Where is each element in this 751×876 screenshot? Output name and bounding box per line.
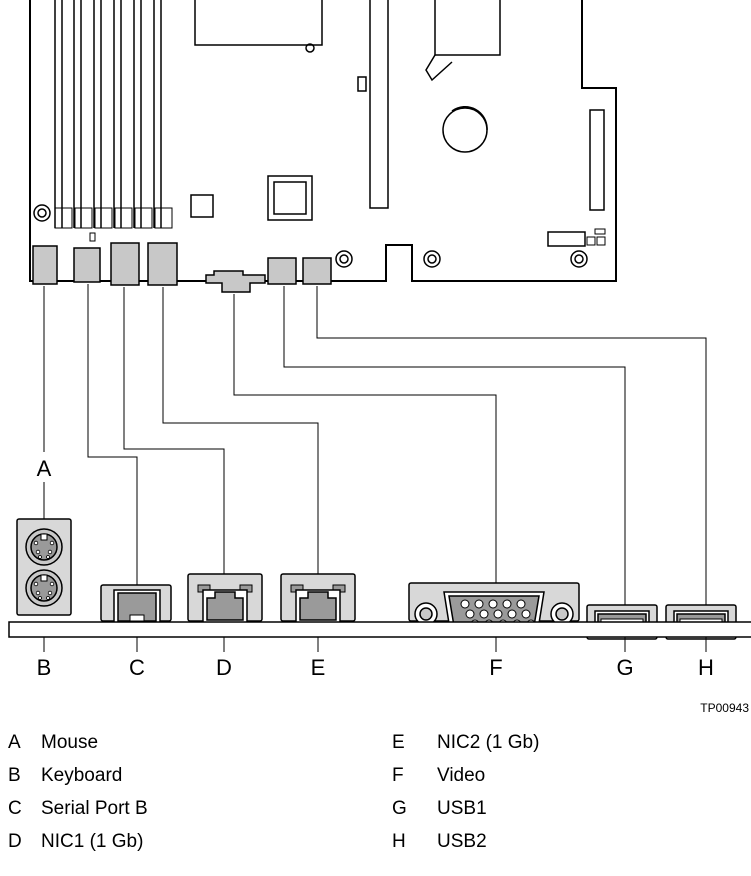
onboard-usb2 — [302, 257, 332, 285]
keyboard-port-icon — [25, 569, 63, 607]
onboard-nic1 — [110, 242, 140, 286]
memory-slots — [54, 0, 173, 242]
board-components — [190, 0, 606, 247]
callout-f: F — [489, 655, 502, 680]
ps2-connector-stack — [16, 518, 72, 616]
motherboard — [29, 0, 617, 282]
serial-port-b-icon — [100, 584, 172, 624]
legend-item-b: B Keyboard — [8, 765, 122, 786]
chassis-bezel — [8, 621, 751, 638]
onboard-ps2 — [32, 245, 58, 285]
cmos-battery — [442, 107, 488, 153]
leader-lines — [43, 284, 707, 605]
board-outline — [29, 0, 617, 282]
legend-letter: C — [8, 798, 22, 819]
callout-a: A — [37, 456, 52, 481]
heatsink — [434, 0, 501, 56]
legend-letter: A — [8, 732, 21, 753]
legend-label: Mouse — [41, 732, 98, 753]
nic2-port-icon — [280, 573, 356, 624]
nic1-port-icon — [187, 573, 263, 624]
onboard-nic2 — [147, 242, 178, 286]
back-panel — [16, 518, 737, 640]
onboard-connectors — [32, 242, 332, 293]
callout-e: E — [311, 655, 326, 680]
legend-letter: E — [392, 732, 405, 753]
legend-label: USB1 — [437, 798, 487, 819]
legend-item-e: E NIC2 (1 Gb) — [392, 732, 539, 753]
legend-item-h: H USB2 — [392, 831, 487, 852]
leader-f — [233, 294, 497, 583]
legend-label: Keyboard — [41, 765, 122, 786]
legend-item-d: D NIC1 (1 Gb) — [8, 831, 143, 852]
legend-item-f: F Video — [392, 765, 485, 786]
onboard-serial — [73, 247, 101, 283]
callout-labels: A B C D E F G H — [37, 456, 714, 680]
legend-label: USB2 — [437, 831, 487, 852]
callout-b: B — [37, 655, 52, 680]
legend-label: NIC2 (1 Gb) — [437, 732, 539, 753]
legend-letter: B — [8, 765, 21, 786]
legend-item-c: C Serial Port B — [8, 798, 148, 819]
legend-item-g: G USB1 — [392, 798, 487, 819]
leader-h — [316, 286, 707, 605]
legend-label: NIC1 (1 Gb) — [41, 831, 143, 852]
callout-d: D — [216, 655, 232, 680]
figure-id: TP00943 — [700, 701, 749, 715]
legend-letter: F — [392, 765, 404, 786]
callout-g: G — [616, 655, 633, 680]
pci-slot — [369, 0, 389, 209]
chip-bracket — [194, 0, 323, 46]
legend-label: Video — [437, 765, 485, 786]
legend: A Mouse B Keyboard C Serial Port B D NIC… — [8, 732, 539, 852]
legend-letter: H — [392, 831, 406, 852]
legend-item-a: A Mouse — [8, 732, 98, 753]
callout-h: H — [698, 655, 714, 680]
leader-g — [283, 286, 626, 605]
leader-d — [123, 287, 225, 585]
legend-label: Serial Port B — [41, 798, 148, 819]
mouse-port-icon — [25, 528, 63, 566]
callout-c: C — [129, 655, 145, 680]
mounting-holes — [33, 204, 588, 268]
leader-e — [162, 287, 319, 585]
legend-letter: G — [392, 798, 407, 819]
leader-c — [87, 284, 138, 585]
lower-leader-lines — [43, 637, 707, 652]
onboard-video — [205, 270, 266, 293]
legend-letter: D — [8, 831, 22, 852]
onboard-usb1 — [267, 257, 297, 285]
